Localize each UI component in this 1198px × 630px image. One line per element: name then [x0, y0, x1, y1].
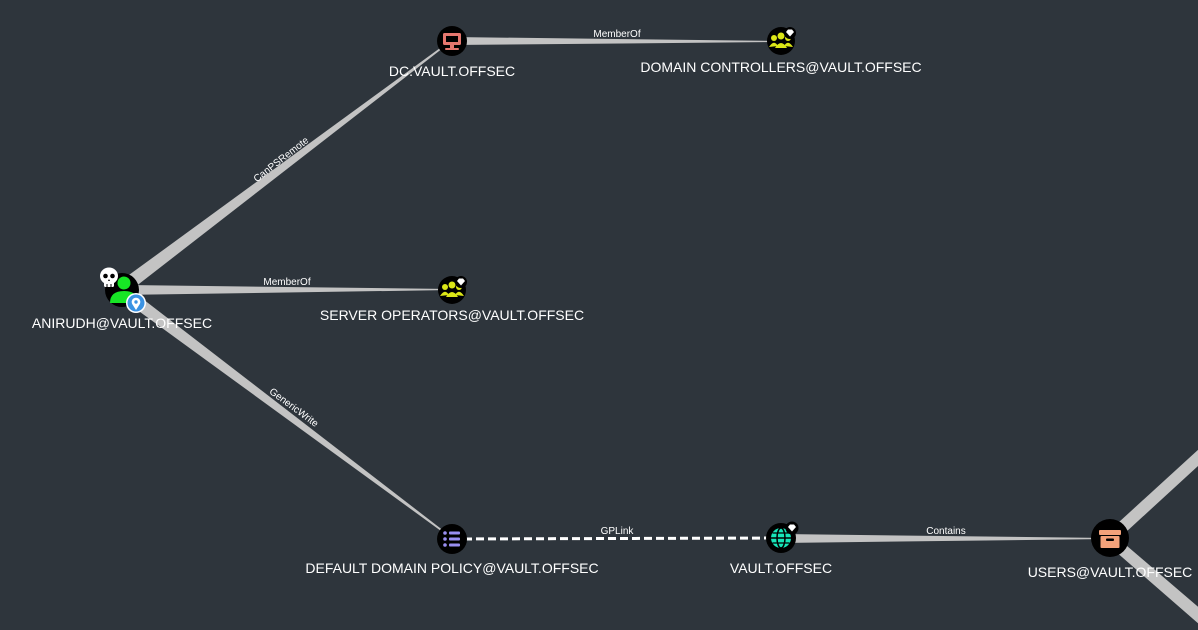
node-dc-vault-offsec[interactable]: DC.VAULT.OFFSEC [389, 26, 515, 79]
edge-users-offscreen-upper[interactable] [1107, 448, 1198, 544]
node-label: SERVER OPERATORS@VAULT.OFFSEC [320, 307, 584, 323]
box-icon [1099, 530, 1121, 548]
globe-icon [771, 527, 791, 549]
edge-label-memberof: MemberOf [593, 29, 640, 40]
node-label: DEFAULT DOMAIN POLICY@VAULT.OFFSEC [305, 560, 598, 576]
diamond-badge-icon [455, 276, 467, 288]
node-label: DC.VAULT.OFFSEC [389, 63, 515, 79]
list-icon [443, 531, 460, 547]
edge-label-gplink: GPLink [601, 526, 635, 537]
node-server-operators[interactable]: SERVER OPERATORS@VAULT.OFFSEC [320, 276, 584, 323]
edge-dc-memberof-domain-controllers[interactable]: MemberOf [452, 29, 781, 45]
edge-users-offscreen-lower[interactable] [1107, 534, 1198, 625]
edge-gpo-gplink-vault[interactable]: GPLink [451, 526, 782, 541]
node-label: USERS@VAULT.OFFSEC [1028, 564, 1193, 580]
edge-anirudh-memberof-server-operators[interactable]: MemberOf [122, 277, 452, 295]
edge-vault-contains-users[interactable]: Contains [781, 526, 1110, 543]
location-pin-icon [126, 293, 146, 313]
node-anirudh-vault-offsec[interactable]: ANIRUDH@VAULT.OFFSEC [32, 267, 212, 332]
node-default-domain-policy[interactable]: DEFAULT DOMAIN POLICY@VAULT.OFFSEC [305, 524, 599, 576]
node-vault-offsec[interactable]: VAULT.OFFSEC [730, 521, 832, 577]
computer-icon [443, 33, 461, 50]
node-users-vault-offsec[interactable]: USERS@VAULT.OFFSEC [1028, 519, 1193, 580]
node-label: VAULT.OFFSEC [730, 560, 832, 576]
node-label: ANIRUDH@VAULT.OFFSEC [32, 315, 212, 331]
edge-label-memberof: MemberOf [263, 277, 310, 288]
skull-icon [100, 267, 118, 287]
edge-label-contains: Contains [926, 526, 965, 537]
edge-label-canpsremote: CanPSRemote [252, 135, 312, 185]
diamond-badge-icon [784, 27, 796, 39]
node-label: DOMAIN CONTROLLERS@VAULT.OFFSEC [640, 59, 921, 75]
node-domain-controllers[interactable]: DOMAIN CONTROLLERS@VAULT.OFFSEC [640, 27, 922, 75]
diamond-badge-icon [785, 521, 799, 535]
